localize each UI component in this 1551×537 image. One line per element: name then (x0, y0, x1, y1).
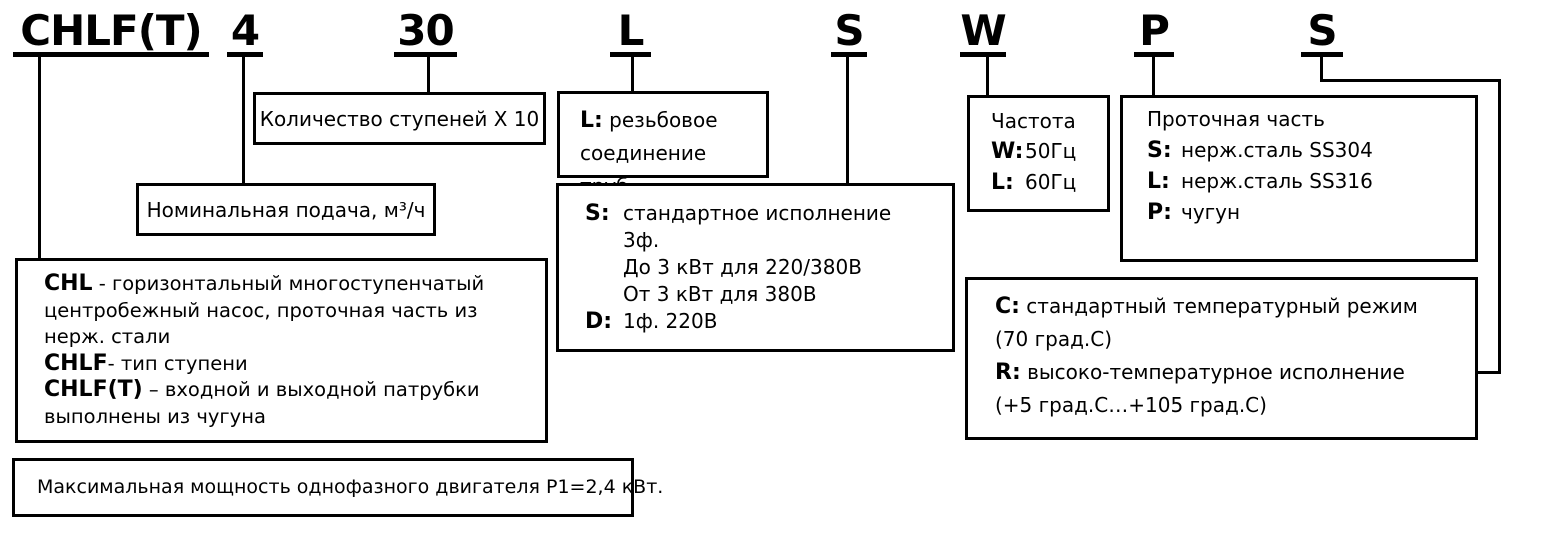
code-flow-label: 4 (230, 6, 260, 55)
material-title: Проточная часть (1147, 107, 1325, 131)
connector-temperature-line-down (1320, 57, 1323, 82)
term-text: 1ф. 220В (623, 309, 718, 333)
text-line: W:50Гц (991, 136, 1101, 167)
term-prefix: S: (1147, 138, 1172, 163)
term-text: 50Гц (1025, 139, 1077, 163)
max-power-note-box: Максимальная мощность однофазного двигат… (12, 458, 663, 517)
connector-stages-line (427, 57, 430, 93)
connector-connection-line (631, 57, 634, 92)
term-text: стандартное исполнение (623, 201, 892, 225)
connector-material-line (1152, 57, 1155, 96)
material-definition-box: Проточная часть S: нерж.сталь SS304 L: нер… (1120, 95, 1478, 262)
code-segment-frequency: W (960, 6, 1007, 57)
term-prefix: CHLF (44, 350, 108, 376)
code-segment-power: S (831, 8, 867, 57)
text-line: 3ф. (585, 227, 942, 254)
term-text: высоко-температурное исполнение (1020, 360, 1405, 384)
code-connection-label: L (617, 6, 645, 55)
connector-temperature-line-right (1320, 79, 1501, 82)
frequency-title: Частота (991, 109, 1076, 133)
term-prefix: C: (995, 294, 1020, 319)
term-prefix: CHLF(T) (44, 377, 143, 402)
term-prefix: CHL (44, 271, 93, 296)
term-text: 3ф. (623, 228, 660, 252)
term-text: нерж.сталь SS316 (1181, 169, 1373, 193)
text-line: L: нерж.сталь SS316 (1147, 166, 1465, 197)
text-line: До 3 кВт для 220/380В (585, 254, 942, 281)
connector-flow-line (242, 57, 245, 184)
term-text: нерж.сталь SS304 (1181, 138, 1373, 162)
term-prefix: L: (580, 108, 603, 133)
code-segment-stages: 30 (394, 8, 457, 57)
temperature-definition-box: C: стандартный температурный режим (70 г… (965, 277, 1478, 440)
term-prefix: P: (1147, 200, 1172, 225)
term-prefix: L: (991, 170, 1014, 195)
model-definition-box: CHL - горизонтальный многоступенчатый це… (15, 258, 548, 443)
text-line: (+5 град.С…+105 град.С) (995, 389, 1463, 422)
frequency-definition-box: Частота W:50Гц L: 60Гц (967, 95, 1110, 212)
term-text: - тип ступени (107, 351, 248, 375)
text-line: CHL - горизонтальный многоступенчатый це… (44, 271, 531, 351)
term-prefix: D: (585, 309, 613, 334)
text-line: C: стандартный температурный режим (995, 290, 1463, 323)
code-material-label: P (1139, 6, 1170, 55)
term-text: (+5 град.С…+105 град.С) (995, 393, 1267, 417)
code-segment-flow: 4 (227, 8, 263, 57)
stages-definition-text: Количество ступеней Х 10 (259, 106, 540, 131)
code-frequency-label: W (960, 6, 1006, 55)
term-text: – входной и выходной патрубки выполнены … (44, 378, 480, 428)
code-power-label: S (834, 6, 864, 55)
code-segment-connection: L (610, 8, 651, 57)
term-text: - горизонтальный многоступенчатый центро… (44, 272, 485, 348)
stages-definition-box: Количество ступеней Х 10 (253, 92, 546, 145)
term-text: стандартный температурный режим (1019, 294, 1418, 318)
connection-definition-box: L: резьбовое соединение труб (557, 91, 769, 198)
text-line: S: стандартное исполнение (585, 200, 942, 227)
text-line: (70 град.С) (995, 323, 1463, 356)
flow-definition-box: Номинальная подача, м³/ч (136, 183, 436, 236)
max-power-note-text: Максимальная мощность однофазного двигат… (37, 476, 664, 498)
term-text: До 3 кВт для 220/380В (623, 255, 862, 279)
flow-definition-text: Номинальная подача, м³/ч (146, 197, 426, 222)
term-prefix: S: (585, 201, 610, 226)
term-text: 60Гц (1025, 170, 1077, 194)
text-line: CHLF- тип ступени (44, 351, 531, 378)
term-text: От 3 кВт для 380В (623, 282, 817, 306)
text-line: D: 1ф. 220В (585, 308, 942, 335)
code-temperature-label: S (1307, 6, 1337, 55)
code-segment-temperature: S (1301, 8, 1343, 57)
power-supply-definition-box: S: стандартное исполнение 3ф. До 3 кВт дл… (556, 183, 955, 352)
code-segment-material: P (1134, 8, 1174, 57)
text-line: P: чугун (1147, 197, 1465, 228)
term-text: резьбовое соединение труб (580, 108, 718, 198)
connector-power-line (846, 57, 849, 185)
code-model-label: CHLF(T) (20, 6, 202, 55)
connector-temperature-line-side (1498, 79, 1501, 374)
term-prefix: R: (995, 360, 1021, 385)
connector-model-line (38, 57, 41, 258)
code-stages-label: 30 (397, 6, 454, 55)
term-prefix: L: (1147, 169, 1170, 194)
text-line: От 3 кВт для 380В (585, 281, 942, 308)
connector-frequency-line (986, 57, 989, 96)
code-segment-model: CHLF(T) (13, 8, 209, 57)
text-line: S: нерж.сталь SS304 (1147, 135, 1465, 166)
term-prefix: W: (991, 139, 1024, 164)
text-line: CHLF(T) – входной и выходной патрубки вы… (44, 377, 531, 430)
term-text: (70 град.С) (995, 327, 1113, 351)
term-text: чугун (1181, 200, 1241, 224)
text-line: R: высоко-температурное исполнение (995, 356, 1463, 389)
connector-temperature-line-left (1477, 371, 1501, 374)
text-line: L: 60Гц (991, 167, 1101, 198)
